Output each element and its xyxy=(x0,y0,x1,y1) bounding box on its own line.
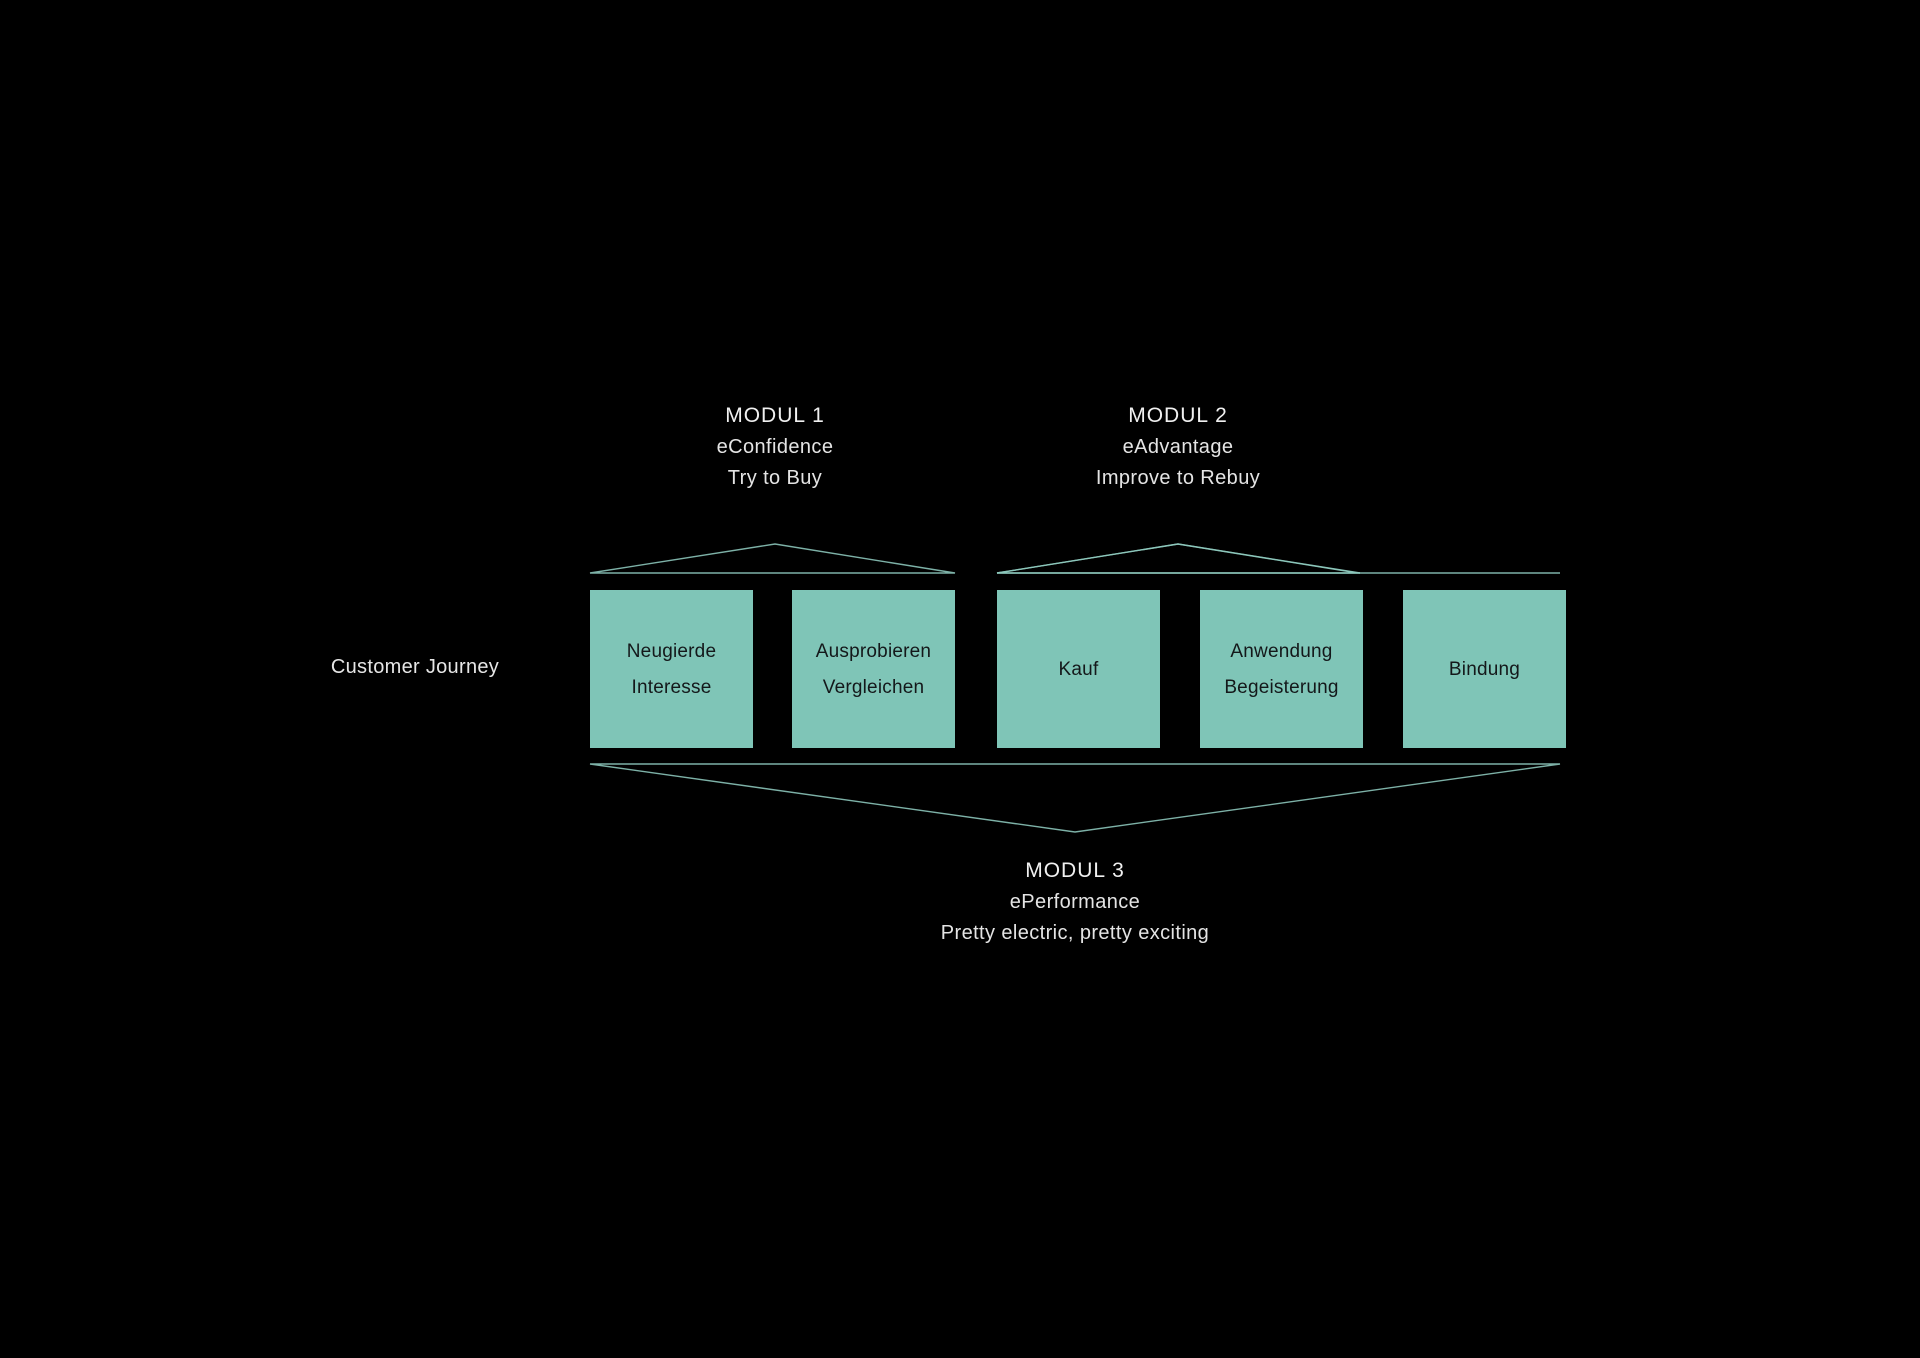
module-3-bracket xyxy=(589,763,1561,833)
stage-box-anwendung[interactable]: Anwendung Begeisterung xyxy=(1200,590,1363,748)
stage-label-line2: Vergleichen xyxy=(822,676,925,698)
stage-label-line1: Kauf xyxy=(1058,658,1099,680)
stage-label-line1: Neugierde xyxy=(626,640,717,662)
stage-label-line2: Begeisterung xyxy=(1224,676,1339,698)
module-3-name: ePerformance xyxy=(1009,891,1141,913)
module-3-tagline: Pretty electric, pretty exciting xyxy=(940,922,1210,944)
module-2-tagline: Improve to Rebuy xyxy=(1095,467,1261,489)
customer-journey-label: Customer Journey xyxy=(330,656,500,678)
module-2-title: MODUL 2 xyxy=(1128,404,1228,427)
stage-box-kauf[interactable]: Kauf xyxy=(997,590,1160,748)
module-1-caption: MODUL 1 eConfidence Try to Buy xyxy=(600,405,950,488)
module-1-tagline: Try to Buy xyxy=(727,467,823,489)
stage-label-line1: Bindung xyxy=(1448,658,1521,680)
module-2-name: eAdvantage xyxy=(1122,436,1234,458)
stage-box-ausprobieren[interactable]: Ausprobieren Vergleichen xyxy=(792,590,955,748)
module-1-bracket xyxy=(589,543,956,574)
module-2-bracket xyxy=(996,543,1560,574)
module-3-title: MODUL 3 xyxy=(1025,859,1125,882)
module-1-title: MODUL 1 xyxy=(725,404,825,427)
stage-label-line1: Ausprobieren xyxy=(815,640,932,662)
module-2-caption: MODUL 2 eAdvantage Improve to Rebuy xyxy=(1003,405,1353,488)
module-3-caption: MODUL 3 ePerformance Pretty electric, pr… xyxy=(900,860,1250,943)
module-1-name: eConfidence xyxy=(716,436,834,458)
stage-box-neugierde[interactable]: Neugierde Interesse xyxy=(590,590,753,748)
stage-label-line2: Interesse xyxy=(631,676,712,698)
stage-label-line1: Anwendung xyxy=(1230,640,1333,662)
module-2-bracket-apex xyxy=(996,543,1361,574)
stage-box-bindung[interactable]: Bindung xyxy=(1403,590,1566,748)
customer-journey-stage-row: Neugierde Interesse Ausprobieren Verglei… xyxy=(590,590,1570,748)
